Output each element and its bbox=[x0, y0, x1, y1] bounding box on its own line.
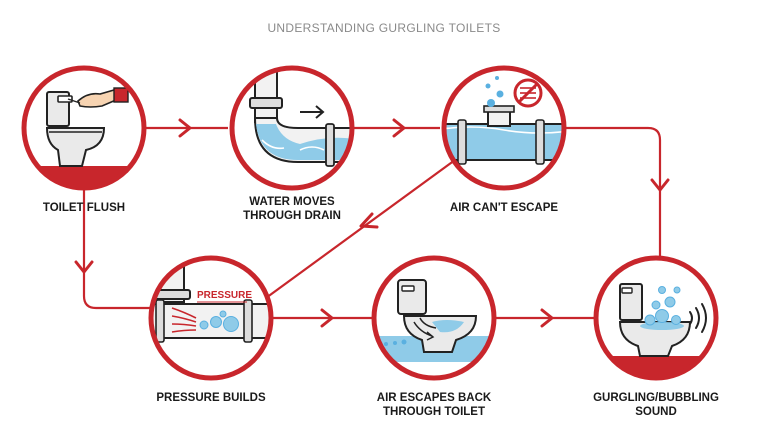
arrow-1-2-icon bbox=[178, 118, 192, 138]
step-4-circle: PRESSURE bbox=[148, 255, 274, 381]
arrow-diagonal-icon bbox=[359, 212, 379, 229]
step-1-label: TOILET FLUSH bbox=[42, 202, 126, 214]
step-3-label: AIR CAN'T ESCAPE bbox=[449, 202, 559, 214]
step-2-circle bbox=[229, 65, 355, 191]
arrow-down-right-icon bbox=[650, 178, 670, 192]
arrow-4-5-icon bbox=[320, 308, 334, 328]
arrow-down-left-icon bbox=[74, 260, 94, 274]
diagram-title: UNDERSTANDING GURGLING TOILETS bbox=[267, 21, 501, 35]
arrow-2-3-icon bbox=[392, 118, 406, 138]
step-3-circle bbox=[441, 65, 567, 191]
step-1-circle bbox=[21, 65, 147, 191]
step-6-circle bbox=[593, 255, 719, 381]
arrow-5-6-icon bbox=[540, 308, 554, 328]
connector-3-6 bbox=[566, 126, 662, 256]
step-4-label: PRESSURE BUILDS bbox=[156, 392, 266, 404]
pressure-label: PRESSURE bbox=[197, 290, 252, 301]
step-5-circle bbox=[371, 255, 497, 381]
connector-4-3-diagonal bbox=[254, 159, 456, 307]
sound-waves-icon bbox=[689, 303, 707, 333]
connector-1-4 bbox=[82, 190, 150, 310]
